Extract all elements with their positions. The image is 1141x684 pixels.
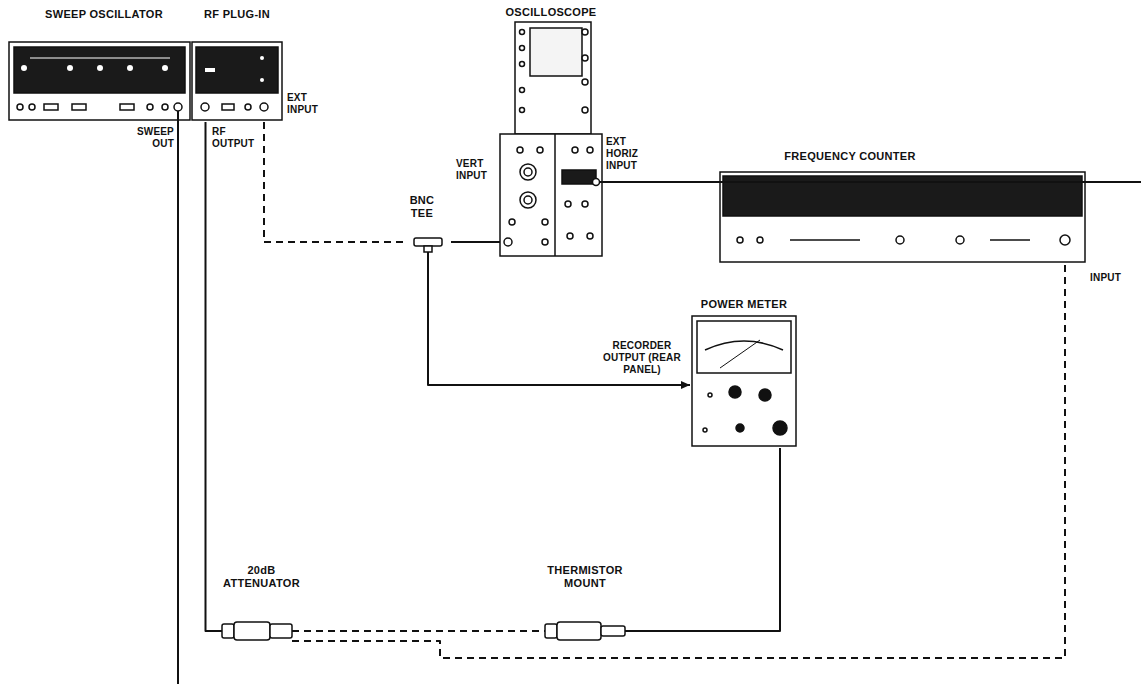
oscilloscope: OSCILLOSCOPE bbox=[500, 4, 602, 258]
sweep-oscillator: SWEEP OSCILLATOR bbox=[9, 4, 190, 122]
cable bbox=[206, 122, 223, 631]
rf-plug-in: RF PLUG-IN bbox=[192, 4, 282, 122]
cable bbox=[428, 252, 690, 385]
instrument-heading: RF PLUG-IN bbox=[192, 8, 282, 21]
bnc-tee: BNC TEE bbox=[405, 192, 451, 252]
port-label: RF OUTPUT bbox=[212, 126, 268, 150]
instrument-heading: OSCILLOSCOPE bbox=[500, 6, 602, 19]
cable bbox=[292, 630, 545, 632]
instrument-heading: FREQUENCY COUNTER bbox=[750, 150, 950, 163]
instrument-heading: POWER METER bbox=[690, 298, 798, 311]
instrument-heading: THERMISTOR MOUNT bbox=[545, 564, 625, 590]
cable bbox=[292, 264, 1065, 658]
port-label: SWEEP OUT bbox=[118, 126, 174, 150]
port-label: RECORDER OUTPUT (REAR PANEL) bbox=[598, 340, 686, 376]
instrument-heading: SWEEP OSCILLATOR bbox=[29, 8, 179, 21]
thermistor-mount: THERMISTOR MOUNT bbox=[545, 562, 625, 648]
instrument-heading: BNC TEE bbox=[405, 194, 439, 220]
power-meter: POWER METER bbox=[690, 296, 798, 448]
port-label: VERT INPUT bbox=[456, 158, 498, 182]
cable bbox=[625, 448, 780, 631]
cable bbox=[451, 241, 500, 243]
instrument-heading: 20dB ATTENUATOR bbox=[222, 564, 301, 590]
port-label: INPUT bbox=[1090, 272, 1136, 284]
frequency-counter: FREQUENCY COUNTER bbox=[720, 146, 1085, 264]
port-label: EXT HORIZ INPUT bbox=[606, 136, 658, 172]
cable bbox=[264, 122, 405, 242]
attenuator: 20dB ATTENUATOR bbox=[222, 562, 292, 648]
port-label: EXT INPUT bbox=[287, 92, 331, 116]
